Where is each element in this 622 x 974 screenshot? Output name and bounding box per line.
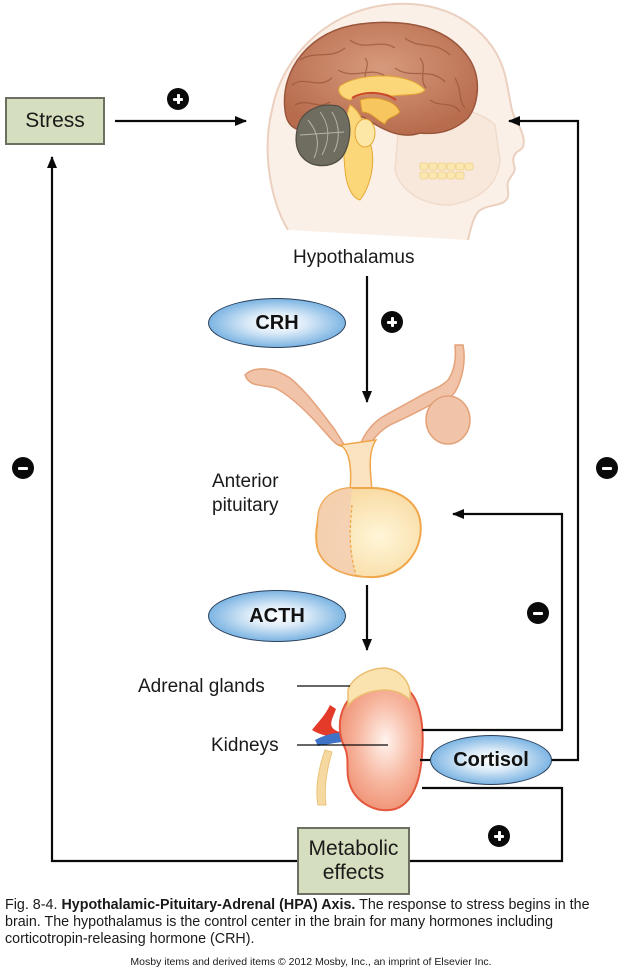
pons [354,118,376,148]
cerebellum-folia [299,111,345,159]
artery [312,705,340,738]
plus-sign-crh [381,311,403,333]
kidney-illustration [312,667,424,812]
anterior-pituitary-label: Anterior pituitary [212,470,279,518]
minus-sign-cortisol-to-brain [596,457,618,479]
caption-title: Hypothalamic-Pituitary-Adrenal (HPA) Axi… [61,897,356,913]
brain-gyri [291,37,466,113]
red-strip [351,92,397,101]
ureter [316,749,333,806]
pineal-bulb [425,395,471,445]
crh-oval: CRH [208,298,346,348]
lobe-divider [349,504,357,576]
arrow-cortisol-to-pituitary [422,509,564,732]
metabolic-effects-box: Metabolic effects [297,827,410,895]
anterior-pituitary-label-line1: Anterior [212,471,279,492]
plus-sign-stress [167,88,189,110]
caption-body: The response to stress begins in the bra… [5,897,590,947]
vein [315,732,346,746]
optic-nerve-left [244,368,347,448]
hypothalamus-label: Hypothalamus [293,247,415,268]
connectors [47,116,580,866]
acth-label: ACTH [249,604,305,627]
stress-label: Stress [25,109,85,132]
metabolic-effects-label-line1: Metabolic [308,837,399,860]
figure-caption: Fig. 8-4. Hypothalamic-Pituitary-Adrenal… [5,897,617,948]
pituitary-stalk [337,439,378,491]
anterior-lobe-shade [318,488,355,575]
kidneys-label: Kidneys [211,735,279,756]
hypothalamus-region [359,97,401,125]
teeth [419,162,474,180]
copyright-credit: Mosby items and derived items © 2012 Mos… [130,956,492,968]
plus-sign-cortisol-to-metabolic [488,825,510,847]
brain-illustration [266,2,525,241]
crh-label: CRH [255,311,299,334]
cortisol-oval: Cortisol [430,735,552,785]
metabolic-effects-label-line2: effects [322,861,385,884]
anterior-pituitary-label-line2: pituitary [212,495,279,516]
kidney [338,683,424,812]
adrenal-glands-label: Adrenal glands [138,676,265,697]
cortisol-label: Cortisol [453,748,529,771]
arrow-cortisol-to-brain [508,116,580,762]
pituitary-illustration [244,344,471,579]
arrow-cortisol-to-metabolic [363,786,564,866]
minus-sign-cortisol-to-pituitary [527,602,549,624]
caption-fig-number: Fig. 8-4. [5,897,58,913]
minus-sign-metabolic-to-stress [12,457,34,479]
arrow-metabolic-to-stress [47,156,298,863]
adrenal-gland [347,667,411,709]
acth-oval: ACTH [208,590,346,642]
stress-box: Stress [5,97,105,145]
